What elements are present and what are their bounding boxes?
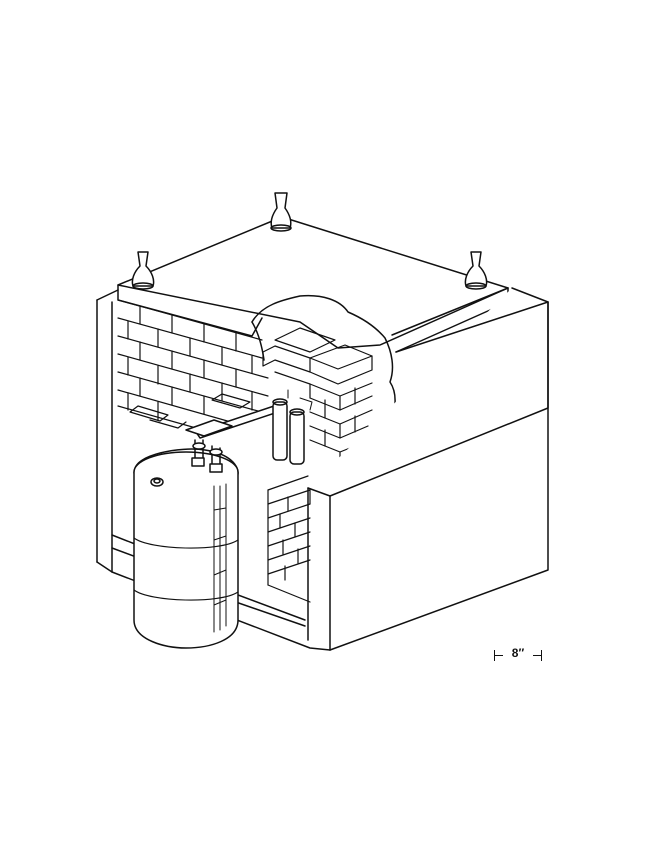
scale-bar: 8″ bbox=[492, 645, 544, 665]
drum bbox=[133, 448, 239, 649]
brick-wall bbox=[117, 299, 269, 429]
apparatus bbox=[185, 389, 313, 473]
scale-tick-right bbox=[541, 650, 542, 661]
brick-cutaway bbox=[251, 294, 396, 603]
scale-line-right bbox=[533, 655, 542, 656]
scale-label: 8″ bbox=[511, 646, 525, 660]
top-slab bbox=[117, 216, 509, 353]
lug-back bbox=[270, 192, 292, 232]
lug-left bbox=[131, 251, 155, 290]
lifting-lugs bbox=[131, 192, 488, 290]
lug-right bbox=[464, 251, 488, 290]
scale-line-left bbox=[494, 655, 503, 656]
right-wall bbox=[307, 287, 549, 651]
